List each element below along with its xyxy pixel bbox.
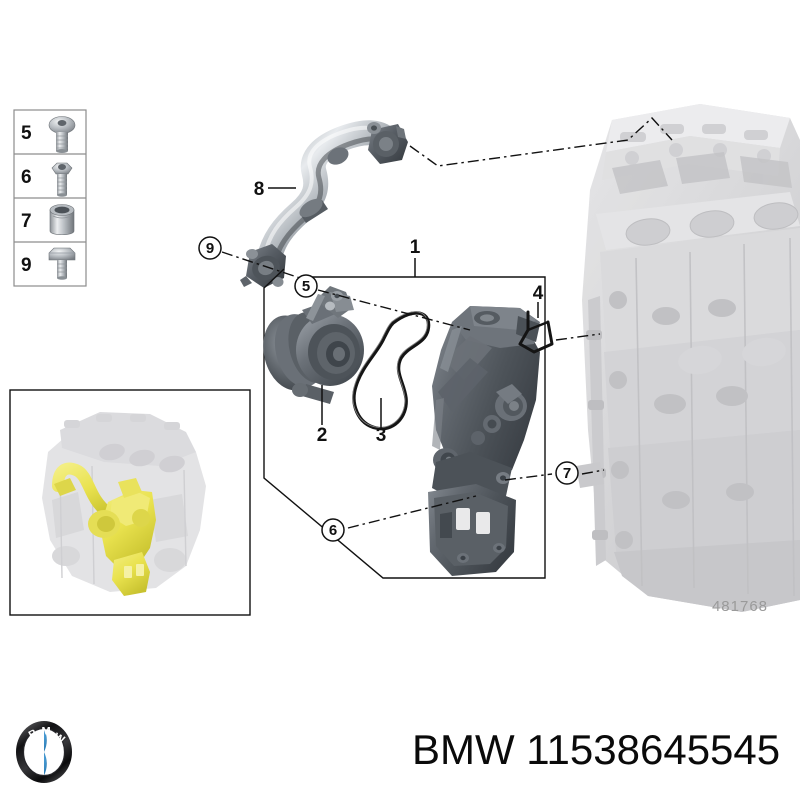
leader-pipe-to-engine	[409, 117, 673, 167]
assembly-group-bracket	[263, 268, 546, 579]
leader-7b	[581, 469, 605, 475]
callout-7: 7	[555, 461, 579, 485]
svg-text:6: 6	[329, 522, 337, 539]
pipe-upper-flange	[367, 122, 408, 164]
callout-3: 3	[376, 425, 387, 446]
diagram-id: 481768	[712, 598, 768, 615]
inset-highlighted-assembly	[52, 462, 156, 596]
leader-4b	[555, 333, 601, 341]
svg-text:M: M	[42, 726, 51, 738]
leader-9	[221, 251, 301, 279]
water-pump	[263, 286, 364, 404]
hex-head-bolt-icon	[48, 247, 76, 280]
pan-head-torx-bolt-icon	[48, 116, 76, 153]
callout-8: 8	[254, 179, 265, 200]
wire-retaining-clip	[518, 310, 554, 354]
legend-number-9: 9	[21, 255, 32, 276]
leader-6	[347, 495, 477, 529]
bushing-sleeve-icon	[49, 204, 75, 236]
support-bracket-housing	[428, 306, 540, 576]
leader-7	[504, 473, 553, 481]
callout-5: 5	[294, 274, 318, 298]
callout-9: 9	[198, 236, 222, 260]
legend-number-5: 5	[21, 123, 32, 144]
svg-text:5: 5	[302, 278, 310, 295]
callout-2: 2	[317, 425, 328, 446]
engine-block	[576, 104, 800, 612]
flange-torx-bolt-icon	[51, 162, 73, 197]
svg-text:9: 9	[206, 240, 214, 257]
legend-number-6: 6	[21, 167, 32, 188]
callout-4: 4	[533, 283, 544, 304]
footer-part-number: BMW 11538645545	[412, 726, 781, 773]
gasket-o-ring	[352, 311, 431, 431]
callout-6: 6	[321, 518, 345, 542]
callout-labels: 1 2 3 4 8 5 6 7 9	[198, 179, 579, 542]
legend-number-7: 7	[21, 211, 32, 232]
leader-5	[317, 289, 471, 331]
svg-text:7: 7	[563, 465, 571, 482]
callout-1: 1	[410, 237, 421, 258]
leader-lines	[221, 117, 673, 529]
